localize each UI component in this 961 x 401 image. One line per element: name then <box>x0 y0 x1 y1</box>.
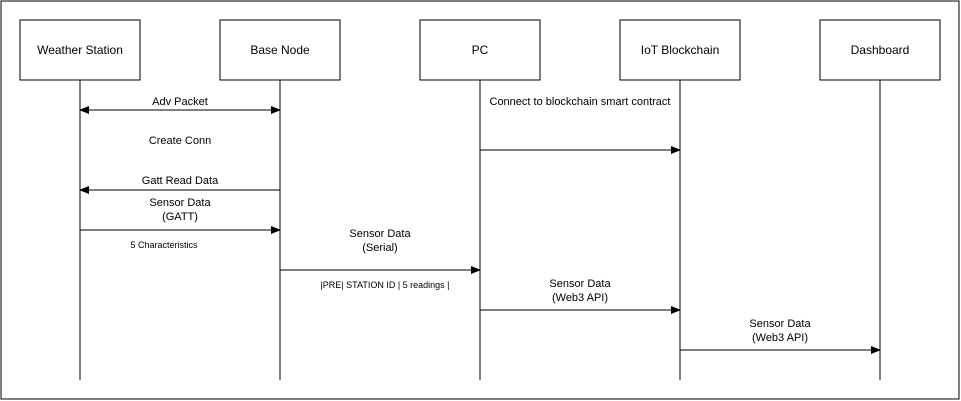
participant-label-weather-station: Weather Station <box>37 43 123 57</box>
message-label: Sensor Data <box>149 197 211 209</box>
message-label: Sensor Data <box>749 318 811 330</box>
message-note: 5 Characteristics <box>130 240 198 250</box>
participant-label-base-node: Base Node <box>250 43 310 57</box>
message-label: Create Conn <box>149 135 211 147</box>
message-label: Sensor Data <box>349 228 411 240</box>
message-label: Connect to blockchain smart contract <box>490 96 671 108</box>
message-note: |PRE| STATION ID | 5 readings | <box>320 280 449 290</box>
message-label: (Serial) <box>362 242 397 254</box>
message-label: (Web3 API) <box>552 292 608 304</box>
participant-box-pc <box>419 19 541 81</box>
message-label: (Web3 API) <box>752 332 808 344</box>
participant-box-iot-blockchain <box>619 19 741 81</box>
participant-label-dashboard: Dashboard <box>851 43 910 57</box>
message-label: Gatt Read Data <box>142 175 219 187</box>
message-label: (GATT) <box>162 211 198 223</box>
participant-label-pc: PC <box>472 43 489 57</box>
message-label: Adv Packet <box>152 96 208 108</box>
message-label: Sensor Data <box>549 278 611 290</box>
participant-label-iot-blockchain: IoT Blockchain <box>641 43 720 57</box>
participant-box-base-node <box>219 19 341 81</box>
participant-box-weather-station <box>19 19 141 81</box>
participant-box-dashboard <box>819 19 941 81</box>
